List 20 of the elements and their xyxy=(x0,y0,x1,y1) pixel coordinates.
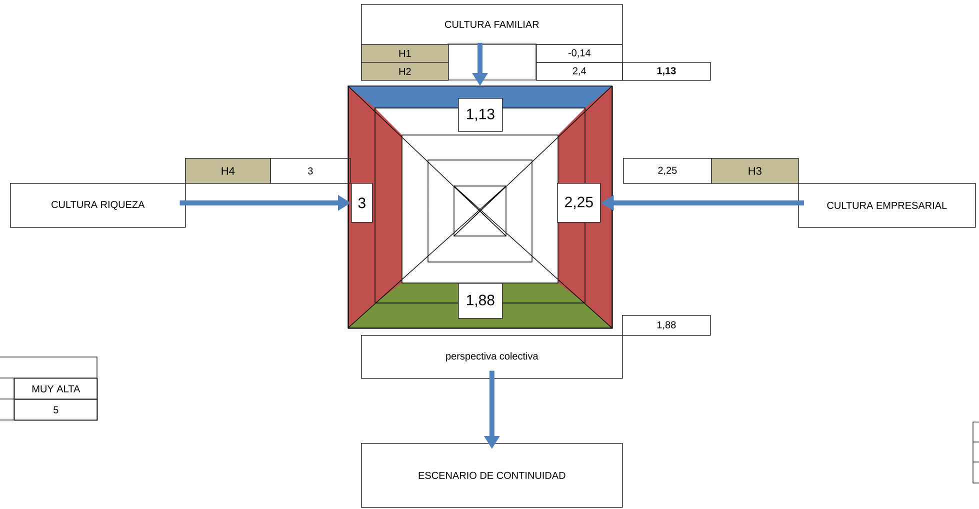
table-cell: MUY ALTA xyxy=(14,378,98,400)
value-box: 2,25 xyxy=(557,183,601,223)
table-cell: H1 xyxy=(361,44,449,63)
table-cell: 5 xyxy=(14,399,98,421)
table-cell: H4 xyxy=(185,158,271,184)
table-cell: H2 xyxy=(361,62,449,81)
table-cell: 1,13 xyxy=(622,62,711,81)
value-box: 1,13 xyxy=(458,98,503,132)
table-cell: 3 xyxy=(270,158,351,184)
table-cell: 2,25 xyxy=(623,158,712,184)
table-cell: 1,88 xyxy=(622,315,711,336)
table-cell: H3 xyxy=(711,158,799,184)
text-box: CULTURA EMPRESARIAL xyxy=(798,183,976,228)
value-box: 3 xyxy=(351,183,373,223)
text-box: ESCENARIO DE CONTINUIDAD xyxy=(361,443,623,508)
table-cell: 2,4 xyxy=(536,62,623,81)
text-box: CULTURA RIQUEZA xyxy=(10,183,186,228)
value-box: 1,88 xyxy=(458,283,503,319)
table-cell: -0,14 xyxy=(536,44,623,63)
text-box: perspectiva colectiva xyxy=(361,335,623,379)
